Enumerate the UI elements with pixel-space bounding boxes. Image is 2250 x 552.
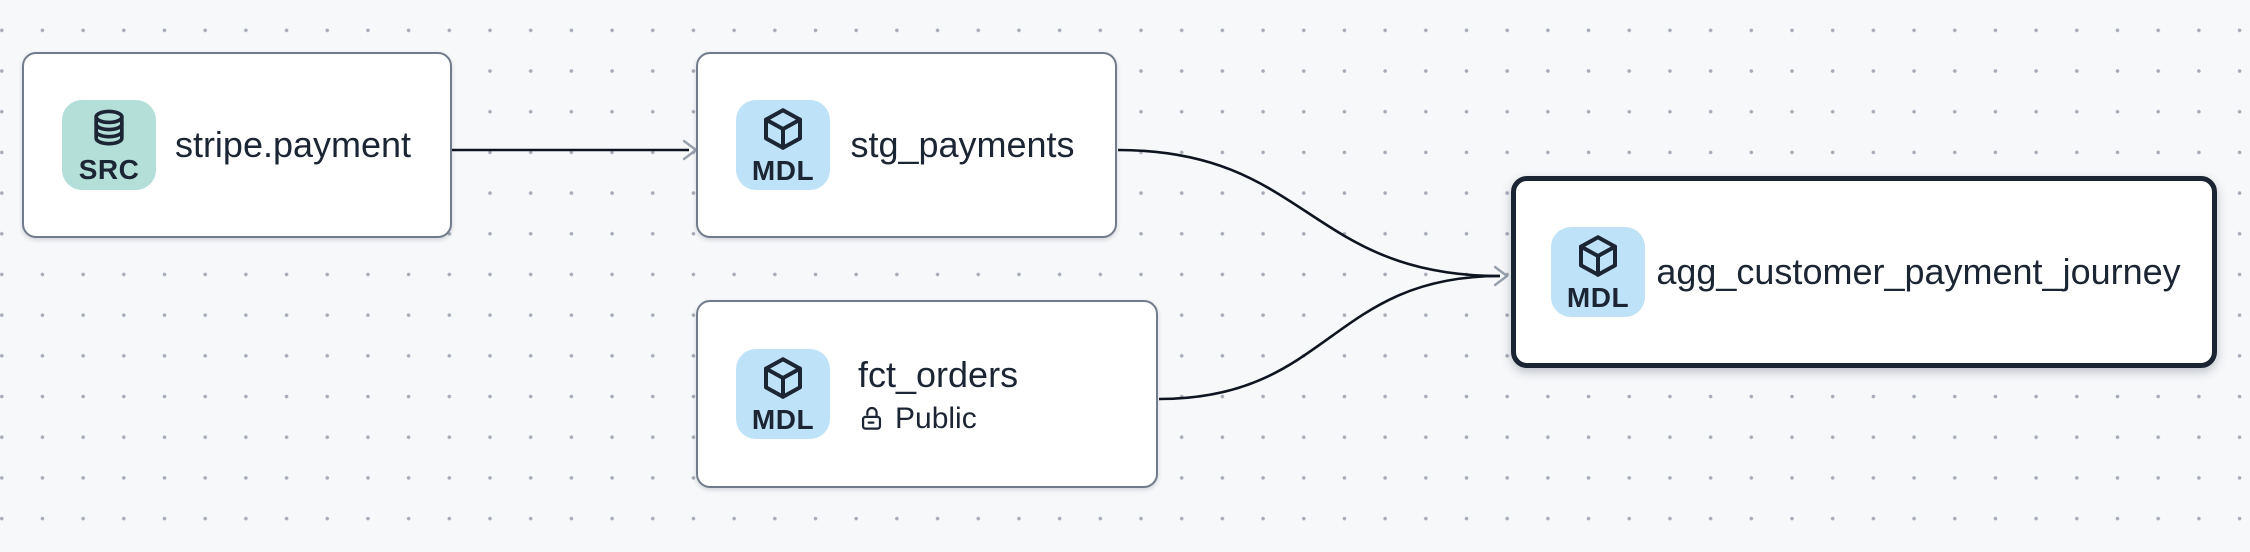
node-visibility: Public [858,401,977,435]
badge-label: SRC [78,154,140,185]
node-type-badge-mdl: MDL [736,349,830,439]
node-title: agg_customer_payment_journey [1656,251,2181,293]
database-icon [94,109,124,146]
badge-label: MDL [751,404,815,435]
edge-fct-to-agg[interactable] [1158,274,1501,401]
cube-icon [764,108,802,150]
badge-label: MDL [751,155,815,186]
node-title: fct_orders [858,354,1019,396]
node-type-badge-mdl: MDL [736,100,830,190]
lineage-node-stripe-payment[interactable]: SRC stripe.payment [22,52,452,238]
cube-icon [1579,235,1617,277]
node-title: stg_payments [850,124,1075,166]
node-type-badge-mdl: MDL [1551,227,1645,317]
node-title: stripe.payment [174,124,412,166]
visibility-label: Public [895,401,977,435]
edge-stg-to-agg[interactable] [1117,148,1501,278]
lock-open-icon [861,407,882,430]
lineage-node-agg-customer-payment-journey[interactable]: MDL agg_customer_payment_journey [1511,176,2217,368]
cube-icon [764,357,802,399]
node-type-badge-src: SRC [62,100,156,190]
badge-label: MDL [1566,282,1630,313]
lineage-node-fct-orders[interactable]: MDL fct_orders Public [696,300,1158,488]
lineage-node-stg-payments[interactable]: MDL stg_payments [696,52,1117,238]
